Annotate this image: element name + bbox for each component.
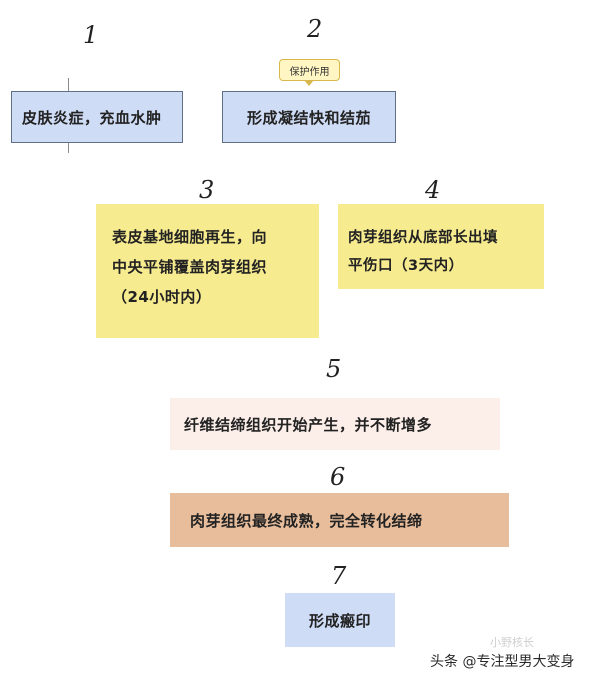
step-box-3: 表皮基地细胞再生，向 中央平铺覆盖肉芽组织 （24小时内） bbox=[96, 204, 319, 338]
step-text-3-line-3: （24小时内） bbox=[112, 288, 212, 306]
connector-tick bbox=[68, 78, 69, 91]
step-text-4-line-2: 平伤口（3天内） bbox=[348, 258, 464, 274]
step-number-1: 1 bbox=[83, 21, 99, 49]
step-number-2: 2 bbox=[307, 15, 323, 43]
connector-tick bbox=[68, 143, 69, 153]
step-box-4: 肉芽组织从底部长出填 平伤口（3天内） bbox=[338, 204, 544, 289]
step-number-6: 6 bbox=[330, 463, 346, 491]
step-text-1: 皮肤炎症，充血水肿 bbox=[22, 108, 162, 127]
step-number-4: 4 bbox=[425, 176, 441, 204]
step-box-5: 纤维结缔组织开始产生，并不断增多 bbox=[170, 398, 500, 450]
step-text-3-line-1: 表皮基地细胞再生，向 bbox=[112, 228, 268, 246]
step-text-2: 形成凝结快和结茄 bbox=[246, 108, 371, 127]
step-box-1: 皮肤炎症，充血水肿 bbox=[11, 91, 183, 143]
step-text-4-line-1: 肉芽组织从底部长出填 bbox=[348, 230, 498, 246]
step-text-3-line-2: 中央平铺覆盖肉芽组织 bbox=[112, 258, 268, 276]
step-number-7: 7 bbox=[331, 562, 347, 590]
step-text-7: 形成瘢印 bbox=[308, 611, 371, 630]
callout-tag: 保护作用 bbox=[279, 59, 340, 81]
step-number-3: 3 bbox=[199, 176, 215, 204]
callout-tag-label: 保护作用 bbox=[289, 66, 330, 78]
callout-pointer bbox=[304, 80, 314, 86]
step-box-2: 形成凝结快和结茄 bbox=[222, 91, 396, 143]
step-number-5: 5 bbox=[326, 355, 342, 383]
step-box-6: 肉芽组织最终成熟，完全转化结缔 bbox=[170, 493, 509, 547]
step-box-7: 形成瘢印 bbox=[285, 593, 395, 647]
faint-watermark: 小野核长 bbox=[490, 636, 534, 649]
watermark: 头条 @专注型男大变身 bbox=[430, 654, 575, 670]
step-text-5: 纤维结缔组织开始产生，并不断增多 bbox=[184, 415, 433, 434]
step-text-6: 肉芽组织最终成熟，完全转化结缔 bbox=[190, 511, 423, 530]
